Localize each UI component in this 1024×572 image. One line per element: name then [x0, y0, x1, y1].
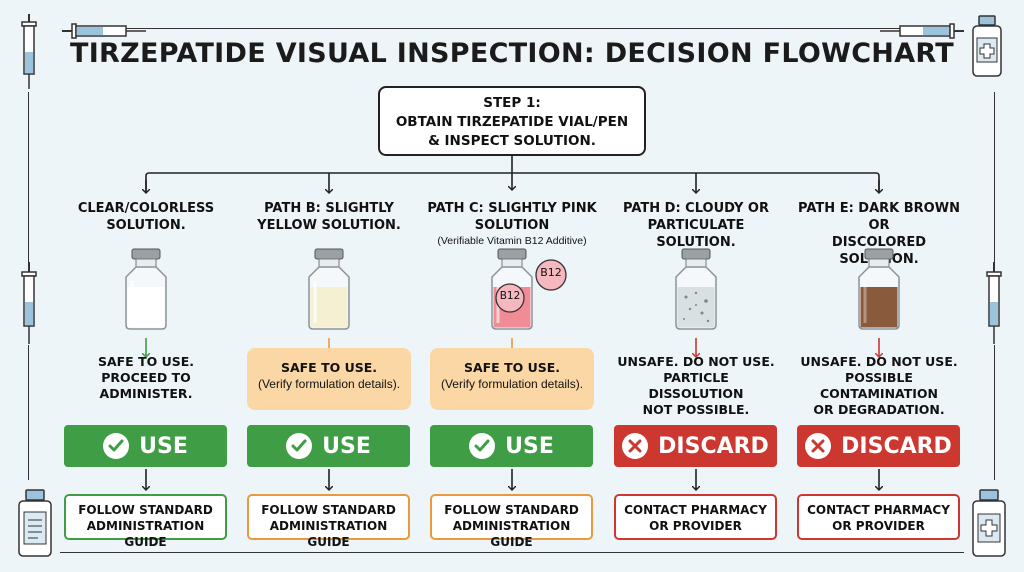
path-label-line: PATH B: SLIGHTLY [264, 201, 394, 216]
result-sub: (Verify formulation details). [257, 377, 401, 391]
step1-line: OBTAIN TIRZEPATIDE VIAL/PEN [395, 114, 629, 130]
yellow-vial-icon [308, 248, 350, 330]
x-circle-icon [805, 433, 832, 459]
result-line: OR DEGRADATION. [813, 402, 945, 417]
step1-line: & INSPECT SOLUTION. [428, 133, 596, 149]
path-label-line: PARTICULATE SOLUTION. [647, 218, 745, 250]
path-label: PATH E: DARK BROWN OR DISCOLORED SOLUTIO… [793, 200, 965, 268]
final-line: ADMINISTRATION GUIDE [269, 519, 388, 549]
result-line: NOT POSSIBLE. [642, 402, 750, 417]
decision-label: DISCARD [841, 433, 952, 459]
cloudy-vial-icon [675, 248, 717, 330]
path-label-line: PATH E: DARK BROWN OR [798, 201, 960, 233]
result-box: SAFE TO USE. PROCEED TO ADMINISTER. [64, 348, 228, 410]
syringe-icon [880, 23, 964, 39]
result-box: SAFE TO USE. (Verify formulation details… [430, 348, 594, 410]
check-circle-icon [103, 433, 130, 459]
path-label: CLEAR/COLORLESS SOLUTION. [60, 200, 232, 234]
final-action-box: FOLLOW STANDARD ADMINISTRATION GUIDE [247, 494, 410, 549]
tree-connector [146, 156, 879, 193]
result-box: UNSAFE. DO NOT USE. PARTICLE DISSOLUTION… [614, 348, 778, 417]
result-line: UNSAFE. DO NOT USE. [800, 354, 958, 369]
final-line: ADMINISTRATION GUIDE [86, 519, 205, 549]
medicine-bottle-icon [972, 489, 1006, 557]
page-title: TIRZEPATIDE VISUAL INSPECTION: DECISION … [69, 38, 954, 69]
b12-bubble-label: B12 [499, 290, 521, 302]
final-action-box: FOLLOW STANDARD ADMINISTRATION GUIDE [430, 494, 593, 549]
result-line: SAFE TO USE. [463, 360, 561, 375]
final-action-box: CONTACT PHARMACY OR PROVIDER [797, 494, 960, 540]
path-label-line: YELLOW SOLUTION. [257, 218, 401, 233]
check-circle-icon [469, 433, 496, 459]
brown-vial-icon [858, 248, 900, 330]
medicine-bottle-icon [972, 15, 1002, 77]
medicine-bottle-icon [18, 489, 52, 557]
final-line: OR PROVIDER [649, 519, 742, 533]
top-border-line [112, 28, 904, 29]
step1-line: STEP 1: [483, 95, 541, 111]
final-line: FOLLOW STANDARD [261, 503, 396, 517]
path-label-line: CLEAR/COLORLESS [77, 201, 215, 216]
decision-label: USE [322, 433, 371, 459]
syringe-icon [21, 14, 37, 89]
discard-badge: DISCARD [797, 425, 960, 467]
b12-bubble-icon [495, 283, 525, 313]
result-line: UNSAFE. DO NOT USE. [617, 354, 775, 369]
use-badge: USE [247, 425, 410, 467]
path-label-line: SOLUTION. [106, 218, 186, 233]
syringe-icon [21, 262, 37, 344]
final-line: OR PROVIDER [832, 519, 925, 533]
use-badge: USE [430, 425, 593, 467]
path-label: PATH D: CLOUDY OR PARTICULATE SOLUTION. [610, 200, 782, 251]
final-line: CONTACT PHARMACY [807, 503, 950, 517]
path-label: PATH B: SLIGHTLY YELLOW SOLUTION. [243, 200, 415, 234]
badge-to-final-arrows [146, 469, 879, 490]
x-circle-icon [622, 433, 649, 459]
right-border-line-lower [994, 345, 995, 480]
final-line: CONTACT PHARMACY [624, 503, 767, 517]
result-line: ADMINISTER. [99, 386, 193, 401]
check-circle-icon [286, 433, 313, 459]
path-label-line: SOLUTION [474, 218, 550, 233]
syringe-icon [62, 23, 146, 39]
final-action-box: FOLLOW STANDARD ADMINISTRATION GUIDE [64, 494, 227, 549]
result-line: SAFE TO USE. [280, 360, 378, 375]
b12-bubble-icon [535, 259, 567, 291]
result-sub: (Verify formulation details). [440, 377, 584, 391]
discard-badge: DISCARD [614, 425, 777, 467]
result-line: POSSIBLE CONTAMINATION [819, 370, 938, 401]
use-badge: USE [64, 425, 227, 467]
result-line: PROCEED TO [101, 370, 191, 385]
path-note: (Verifiable Vitamin B12 Additive) [437, 235, 587, 247]
decision-label: USE [505, 433, 554, 459]
final-line: ADMINISTRATION GUIDE [452, 519, 571, 549]
right-border-line [994, 92, 995, 262]
final-action-box: CONTACT PHARMACY OR PROVIDER [614, 494, 777, 540]
clear-vial-icon [125, 248, 167, 330]
left-border-line [28, 92, 29, 262]
syringe-icon [986, 262, 1002, 344]
bottom-border-line [60, 552, 964, 553]
result-box: UNSAFE. DO NOT USE. POSSIBLE CONTAMINATI… [797, 348, 961, 417]
decision-label: USE [139, 433, 188, 459]
left-border-line-lower [28, 345, 29, 480]
b12-bubble-label: B12 [540, 266, 562, 279]
result-line: SAFE TO USE. [97, 354, 195, 369]
final-line: FOLLOW STANDARD [444, 503, 579, 517]
result-line: PARTICLE DISSOLUTION [648, 370, 744, 401]
final-line: FOLLOW STANDARD [78, 503, 213, 517]
result-box: SAFE TO USE. (Verify formulation details… [247, 348, 411, 410]
step1-box: STEP 1: OBTAIN TIRZEPATIDE VIAL/PEN & IN… [378, 86, 646, 156]
path-label: PATH C: SLIGHTLY PINK SOLUTION (Verifiab… [426, 200, 598, 248]
path-label-line: PATH C: SLIGHTLY PINK [427, 201, 597, 216]
decision-label: DISCARD [658, 433, 769, 459]
path-label-line: PATH D: CLOUDY OR [623, 201, 769, 216]
